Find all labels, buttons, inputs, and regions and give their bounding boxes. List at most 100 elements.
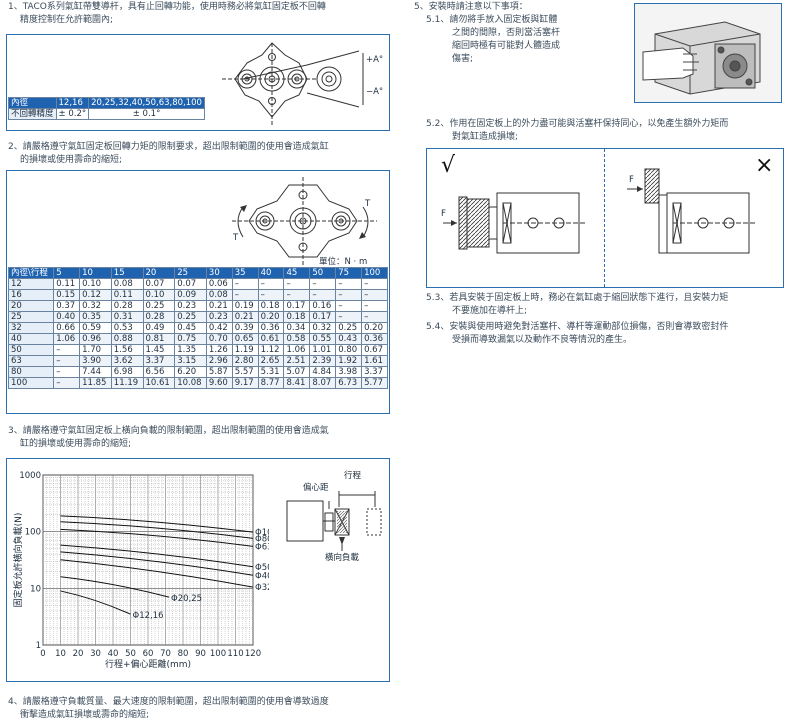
table-cell: 10.61 bbox=[142, 377, 176, 389]
table-header-cell: 10 bbox=[79, 267, 112, 279]
table-cell: 6.20 bbox=[174, 366, 207, 378]
table-cell: 1.06 bbox=[53, 333, 81, 345]
x-tick-label: 20 bbox=[73, 649, 84, 659]
table-cell: 6.98 bbox=[110, 366, 144, 378]
offset-label: 偏心距 bbox=[303, 483, 329, 493]
series-line bbox=[60, 590, 131, 615]
table-cell: 1.01 bbox=[309, 344, 337, 356]
series-label: Φ12,16 bbox=[133, 611, 164, 621]
table-header-cell: 75 bbox=[335, 267, 363, 279]
table-cell: 0.21 bbox=[205, 300, 233, 312]
table-header-cell: 20 bbox=[142, 267, 176, 279]
section5-3-line1: 5.3、若具安裝于固定板上時，務必在氣缸處于縮回狀態下進行，且安裝力矩 bbox=[426, 293, 729, 303]
x-tick-label: 100 bbox=[210, 649, 226, 659]
table-cell: – bbox=[53, 355, 81, 367]
table-cell: 0.66 bbox=[53, 322, 81, 334]
table-cell: 0.17 bbox=[283, 300, 311, 312]
table-cell: – bbox=[53, 344, 81, 356]
table-cell: 1.70 bbox=[79, 344, 112, 356]
x-tick-label: 120 bbox=[245, 649, 261, 659]
table-cell: 1.92 bbox=[335, 355, 363, 367]
table-cell: 8.41 bbox=[283, 377, 311, 389]
table-cell: 8.77 bbox=[257, 377, 285, 389]
table-cell: 0.18 bbox=[257, 300, 285, 312]
table-cell: 0.17 bbox=[309, 311, 337, 323]
table-cell: 0.28 bbox=[110, 300, 144, 312]
plus-angle-label: +A° bbox=[366, 55, 384, 65]
hand-warning-figure bbox=[634, 3, 782, 103]
section2-panel: T T 單位：N · m 內徑\行程 5 10 15 20 25 30 35 4… bbox=[6, 170, 390, 414]
table-cell: 0.39 bbox=[231, 322, 259, 334]
table-cell: – bbox=[335, 278, 363, 290]
series-line bbox=[60, 576, 170, 598]
table-cell: 0.43 bbox=[335, 333, 363, 345]
table-cell: 0.70 bbox=[205, 333, 233, 345]
series-line bbox=[60, 515, 254, 533]
table-cell: 0.08 bbox=[110, 278, 144, 290]
table-cell: 63 bbox=[7, 355, 55, 367]
table-cell: 0.59 bbox=[79, 322, 112, 334]
table-cell: 4.84 bbox=[309, 366, 337, 378]
x-tick-label: 50 bbox=[125, 649, 136, 659]
section5-1-line1: 5.1、請勿將手放入固定板與缸體 bbox=[426, 15, 558, 25]
table-cell: 12 bbox=[7, 278, 55, 290]
table-cell: 0.12 bbox=[79, 289, 112, 301]
table-cell: 不回轉精度 bbox=[8, 108, 57, 120]
table-cell: 3.15 bbox=[174, 355, 207, 367]
table-cell: – bbox=[335, 311, 363, 323]
table-cell: 80 bbox=[7, 366, 55, 378]
series-label: Φ20,25 bbox=[171, 594, 202, 604]
table-cell: 0.55 bbox=[309, 333, 337, 345]
force-diagram bbox=[443, 168, 757, 254]
x-tick-label: 70 bbox=[160, 649, 171, 659]
table-cell: 0.18 bbox=[283, 311, 311, 323]
table-header-cell: 40 bbox=[257, 267, 285, 279]
table-header-cell: 12,16 bbox=[55, 97, 90, 109]
x-tick-label: 90 bbox=[195, 649, 206, 659]
section2-text-line2: 的損壞或使用壽命的縮短; bbox=[20, 155, 123, 165]
torque-label-right: T bbox=[365, 199, 371, 209]
table-cell: – bbox=[335, 300, 363, 312]
table-cell: 3.90 bbox=[79, 355, 112, 367]
table-cell: 0.67 bbox=[361, 344, 388, 356]
table-cell: – bbox=[361, 300, 388, 312]
table-cell: 0.65 bbox=[231, 333, 259, 345]
series-line bbox=[60, 544, 254, 568]
table-cell: 0.32 bbox=[309, 322, 337, 334]
y-tick-label: 100 bbox=[25, 528, 41, 538]
series-label: Φ100 bbox=[255, 528, 269, 538]
section4-text-line1: 4、請嚴格遵守負載質量、最大速度的限制範圍，超出限制範圍的使用會導致過度 bbox=[8, 697, 329, 707]
section3-text-line2: 缸的損壞或使用壽命的縮短; bbox=[20, 439, 132, 449]
section1-panel: +A° −A° 內徑 12,16 20,25,32,40,50,63,80,10… bbox=[6, 34, 390, 131]
anti-rotation-table-header: 內徑 12,16 20,25,32,40,50,63,80,100 bbox=[8, 97, 205, 109]
table-header-cell: 5 bbox=[53, 267, 81, 279]
table-cell: – bbox=[257, 289, 285, 301]
table-cell: 0.42 bbox=[205, 322, 233, 334]
torque-label-left: T bbox=[233, 233, 239, 243]
table-cell: 5.07 bbox=[283, 366, 311, 378]
table-cell: 6.73 bbox=[335, 377, 363, 389]
table-cell: 3.62 bbox=[110, 355, 144, 367]
x-tick-label: 10 bbox=[55, 649, 66, 659]
force-label-left: F bbox=[441, 209, 446, 219]
table-cell: 0.45 bbox=[174, 322, 207, 334]
table-cell: 0.31 bbox=[110, 311, 144, 323]
y-axis-label: 固定板允許橫向負載(N) bbox=[12, 513, 24, 608]
table-cell: 2.96 bbox=[205, 355, 233, 367]
table-cell: 0.58 bbox=[283, 333, 311, 345]
table-cell: 50 bbox=[7, 344, 55, 356]
table-cell: 1.56 bbox=[110, 344, 144, 356]
section5-2-line2: 對氣缸造成損壞; bbox=[452, 132, 519, 142]
table-cell: – bbox=[257, 278, 285, 290]
section5-4-line1: 5.4、安裝與使用時避免對活塞杆、導杆等運動部位損傷，否則會導致密封件 bbox=[426, 322, 729, 332]
table-header-cell: 30 bbox=[205, 267, 233, 279]
x-axis-label: 行程+偏心距離(mm) bbox=[105, 658, 191, 670]
table-cell: 5.77 bbox=[361, 377, 388, 389]
stroke-label: 行程 bbox=[344, 471, 362, 481]
series-label: Φ32 bbox=[255, 583, 269, 593]
concentric-force-panel: √ × bbox=[426, 148, 784, 288]
